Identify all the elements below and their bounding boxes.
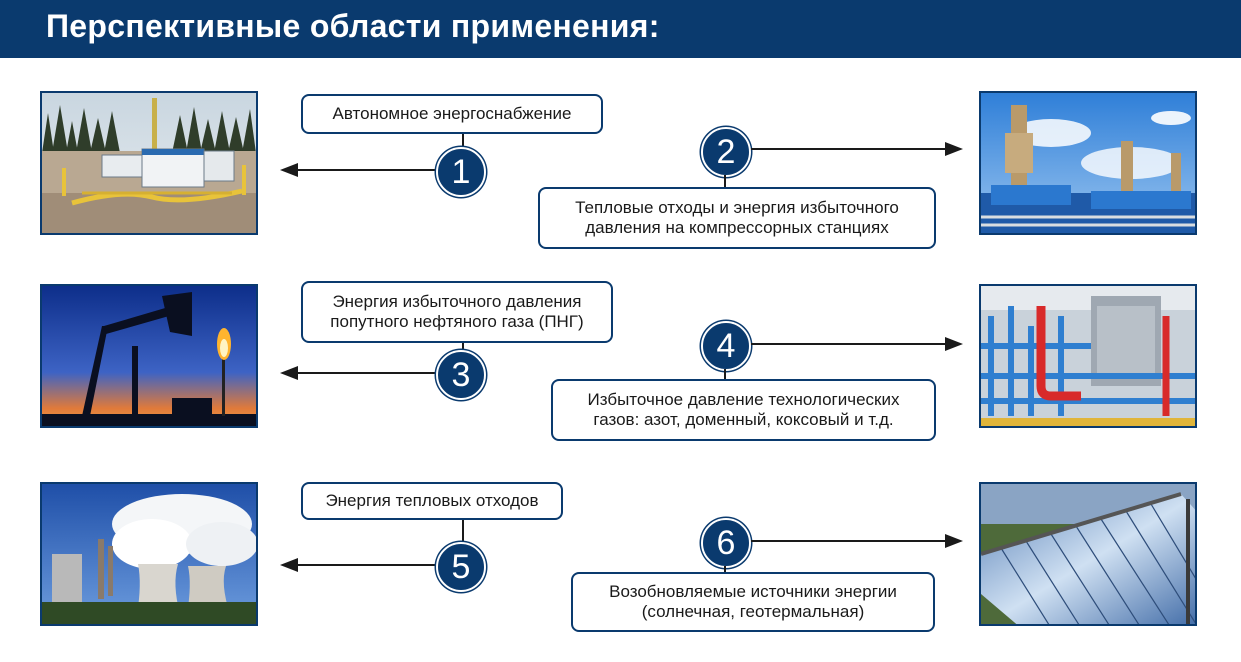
header-bar: Перспективные области применения:: [0, 0, 1241, 58]
arrow-line-5: [296, 564, 436, 566]
photo-refinery: [979, 284, 1197, 428]
photo-gas-station: [40, 91, 258, 235]
arrow-line-6: [751, 540, 947, 542]
cooling-towers-icon: [42, 484, 256, 624]
arrow-line-3: [296, 372, 436, 374]
arrow-head-3: [280, 366, 298, 380]
arrow-head-6: [945, 534, 963, 548]
connector-line-1-vertical: [462, 134, 464, 152]
label-3-line-2: попутного нефтяного газа (ПНГ): [330, 312, 584, 331]
page-title: Перспективные области применения:: [46, 8, 660, 44]
label-4-line-1: Избыточное давление технологических: [587, 390, 900, 409]
label-process-gases: Избыточное давление технологических газо…: [551, 379, 936, 441]
photo-cooling-towers: [40, 482, 258, 626]
connector-line-4-vertical: [724, 369, 726, 381]
photo-oil-pump: [40, 284, 258, 428]
solar-panels-icon: [981, 484, 1195, 624]
number-badge-6: 6: [701, 518, 751, 568]
label-6-line-1: Возобновляемые источники энергии: [609, 582, 897, 601]
label-2-line-2: давления на компрессорных станциях: [585, 218, 889, 237]
gas-station-icon: [42, 93, 256, 233]
oil-pump-flare-icon: [42, 286, 256, 426]
arrow-head-2: [945, 142, 963, 156]
label-renewable-energy: Возобновляемые источники энергии (солнеч…: [571, 572, 935, 632]
arrow-head-4: [945, 337, 963, 351]
connector-line-3-vertical: [462, 343, 464, 353]
arrow-line-1: [296, 169, 436, 171]
arrow-line-4: [751, 343, 947, 345]
label-waste-heat: Энергия тепловых отходов: [301, 482, 563, 520]
number-badge-5: 5: [436, 542, 486, 592]
photo-compressor-station: [979, 91, 1197, 235]
compressor-station-icon: [981, 93, 1195, 233]
number-badge-2: 2: [701, 127, 751, 177]
refinery-pipes-icon: [981, 286, 1195, 426]
label-4-line-2: газов: азот, доменный, коксовый и т.д.: [593, 410, 894, 429]
label-3-line-1: Энергия избыточного давления: [332, 292, 582, 311]
number-badge-4: 4: [701, 321, 751, 371]
arrow-line-2: [751, 148, 947, 150]
connector-line-5-vertical: [462, 520, 464, 544]
connector-line-2-vertical: [724, 175, 726, 189]
number-badge-3: 3: [436, 350, 486, 400]
arrow-head-5: [280, 558, 298, 572]
label-compressor-waste-heat: Тепловые отходы и энергия избыточного да…: [538, 187, 936, 249]
connector-line-6-vertical: [724, 566, 726, 574]
label-6-line-2: (солнечная, геотермальная): [641, 602, 865, 621]
arrow-head-1: [280, 163, 298, 177]
label-associated-gas: Энергия избыточного давления попутного н…: [301, 281, 613, 343]
photo-solar-panels: [979, 482, 1197, 626]
number-badge-1: 1: [436, 147, 486, 197]
label-autonomous-power: Автономное энергоснабжение: [301, 94, 603, 134]
label-2-line-1: Тепловые отходы и энергия избыточного: [575, 198, 899, 217]
